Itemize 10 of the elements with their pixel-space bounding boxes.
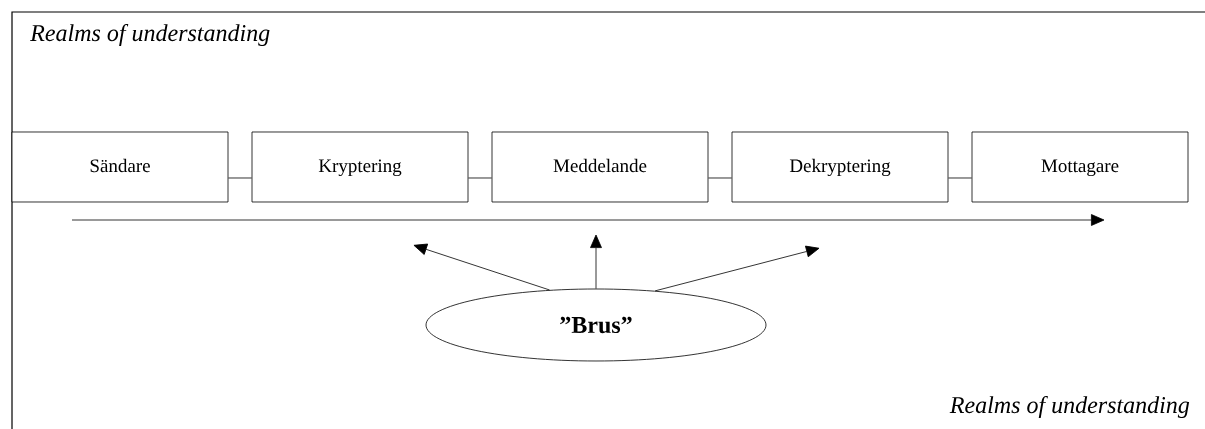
arrow <box>654 245 820 292</box>
process-box: Meddelande <box>491 131 709 203</box>
process-box: Mottagare <box>971 131 1189 203</box>
process-box: Sändare <box>11 131 229 203</box>
region-label: Realms of understanding <box>949 396 1190 418</box>
arrow <box>590 234 602 289</box>
region-label: Realms of understanding <box>30 24 270 46</box>
arrow <box>413 243 550 291</box>
process-box: Kryptering <box>251 131 469 203</box>
process-box: Dekryptering <box>731 131 949 203</box>
